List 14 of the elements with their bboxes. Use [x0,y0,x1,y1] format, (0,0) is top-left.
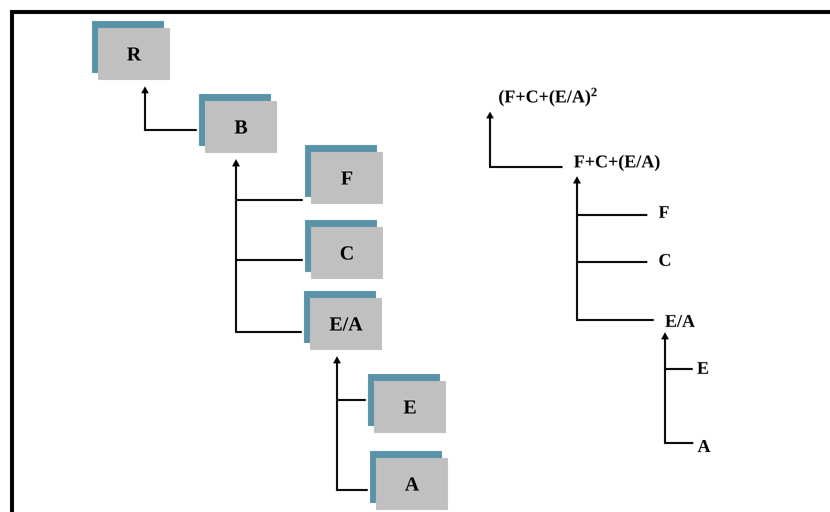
term-label: A [698,440,710,452]
term-box: C [305,220,383,279]
term-label: E [697,362,708,374]
term-box: E/A [304,291,382,350]
term-label: (F+C+(E/A)$^{2}$ [499,88,597,106]
term-label: C [659,254,670,266]
term-box: E [368,374,446,433]
term-box: B [199,94,277,153]
term-label: E/A [665,314,695,328]
term-box: A [370,451,448,510]
term-box: R [92,21,170,80]
term-label: F+C+(E/A) [574,154,660,172]
term-label: F [658,206,669,218]
term-box: F [305,145,383,204]
